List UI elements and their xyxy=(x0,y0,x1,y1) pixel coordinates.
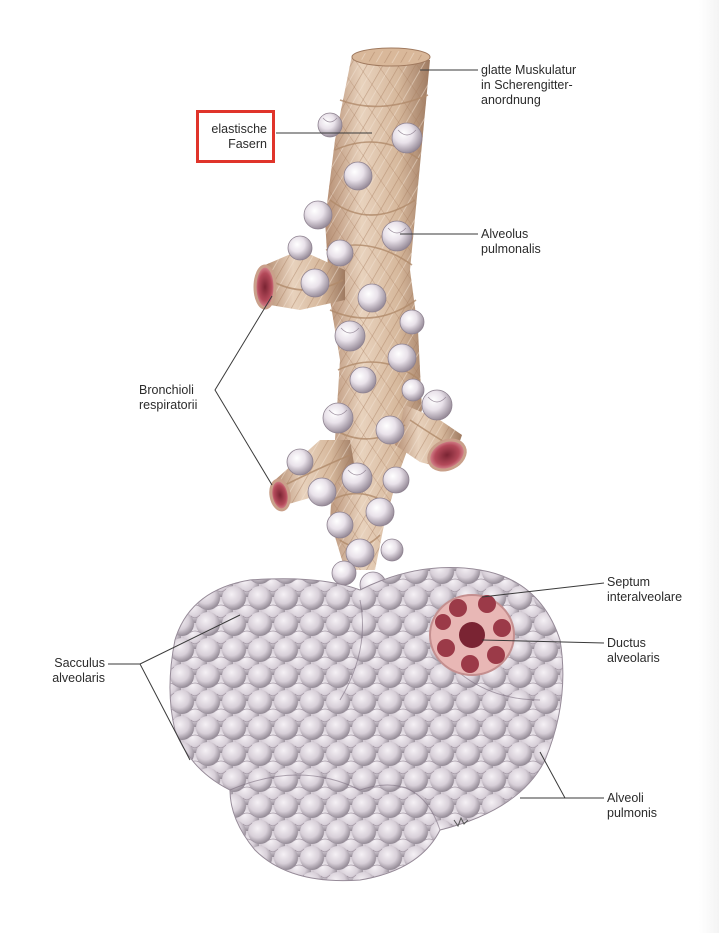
alveolar-sac-cluster xyxy=(169,567,564,882)
label-elastische-fasern: elastische Fasern xyxy=(211,122,267,151)
artist-signature xyxy=(453,816,469,828)
highlight-box xyxy=(196,110,275,163)
label-sacculus-alveolaris: Sacculus alveolaris xyxy=(52,656,105,685)
label-glatte-muskulatur: glatte Muskulatur in Scherengitter- anor… xyxy=(481,63,577,107)
label-alveolus-pulmonalis: Alveolus pulmonalis xyxy=(481,227,541,256)
alveoli-on-bronchioles xyxy=(286,112,453,599)
label-alveoli-pulmonis: Alveoli pulmonis xyxy=(607,791,658,820)
label-septum-interalveolare: Septum interalveolare xyxy=(607,575,683,604)
label-ductus-alveolaris: Ductus alveolaris xyxy=(607,636,660,665)
alveolar-cross-section xyxy=(429,594,515,676)
leader-lines xyxy=(108,69,605,799)
page-edge-shadow xyxy=(699,0,719,933)
label-bronchioli-respiratorii: Bronchioli respiratorii xyxy=(139,383,198,412)
